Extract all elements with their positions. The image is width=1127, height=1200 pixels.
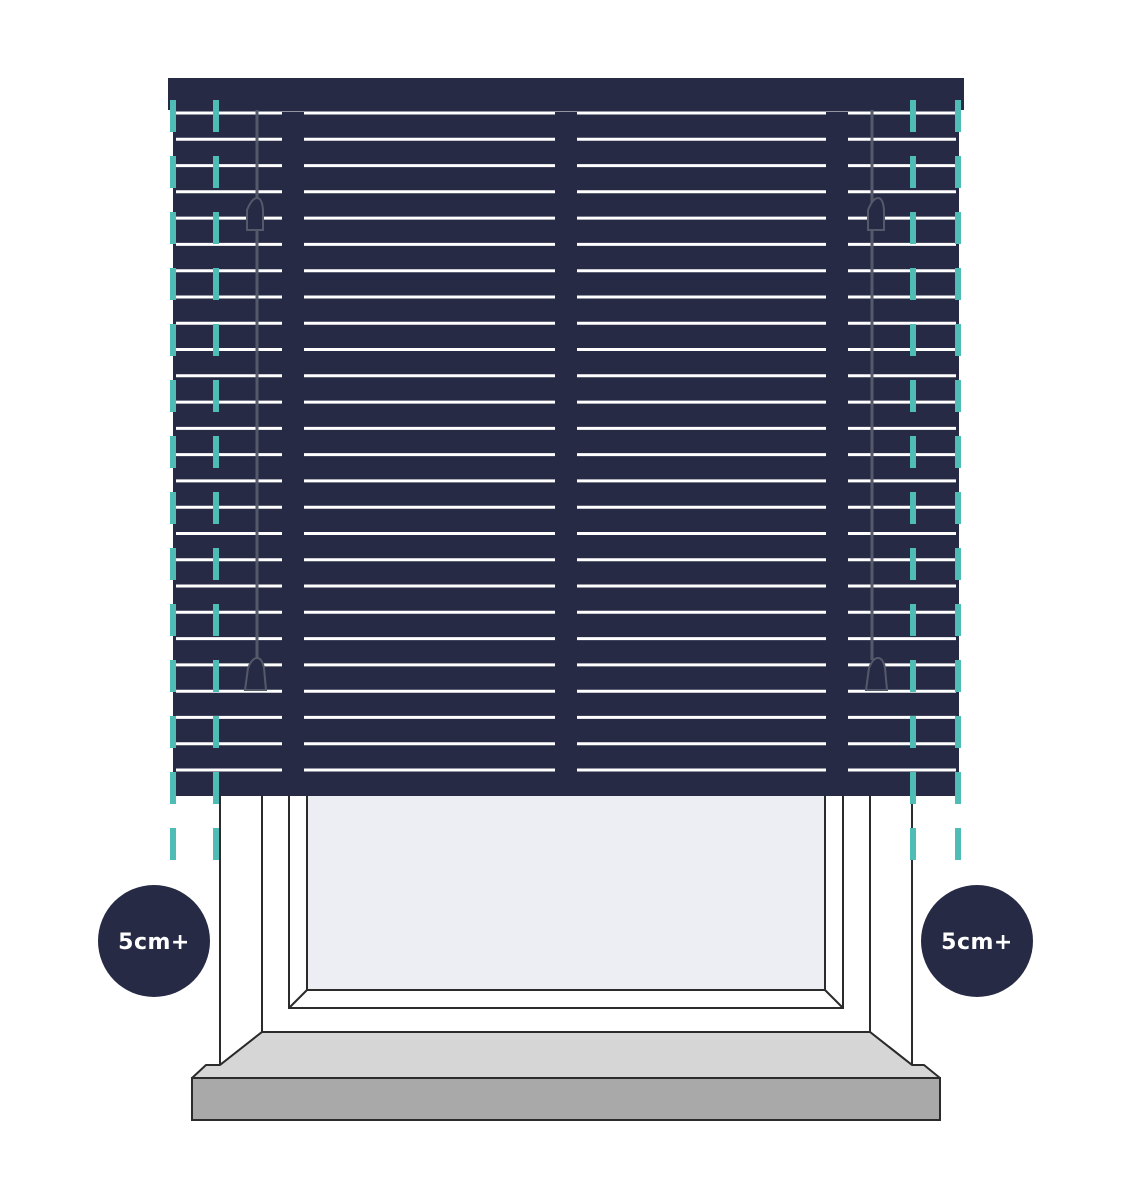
right-badge-circle [921,885,1033,997]
left-cord-acorn-icon [246,196,264,231]
left-overlap-badge: 5cm+ [98,885,210,997]
ladder-tape-right [826,112,848,796]
left-badge-label: 5cm+ [118,930,190,955]
right-overlap-badge: 5cm+ [921,885,1033,997]
window-sill [191,1031,941,1121]
right-cord-acorn-icon [867,196,885,231]
measurement-guides [170,100,961,870]
blind-headrail [168,78,964,110]
window [219,789,913,1066]
ladder-tape-middle [555,112,577,796]
sill-front [191,1077,941,1121]
left-badge-circle [98,885,210,997]
sill-top [191,1031,941,1079]
ladder-tape-left [282,112,304,796]
right-badge-label: 5cm+ [941,930,1013,955]
window-glass [306,789,826,991]
venetian-blind [168,78,964,796]
